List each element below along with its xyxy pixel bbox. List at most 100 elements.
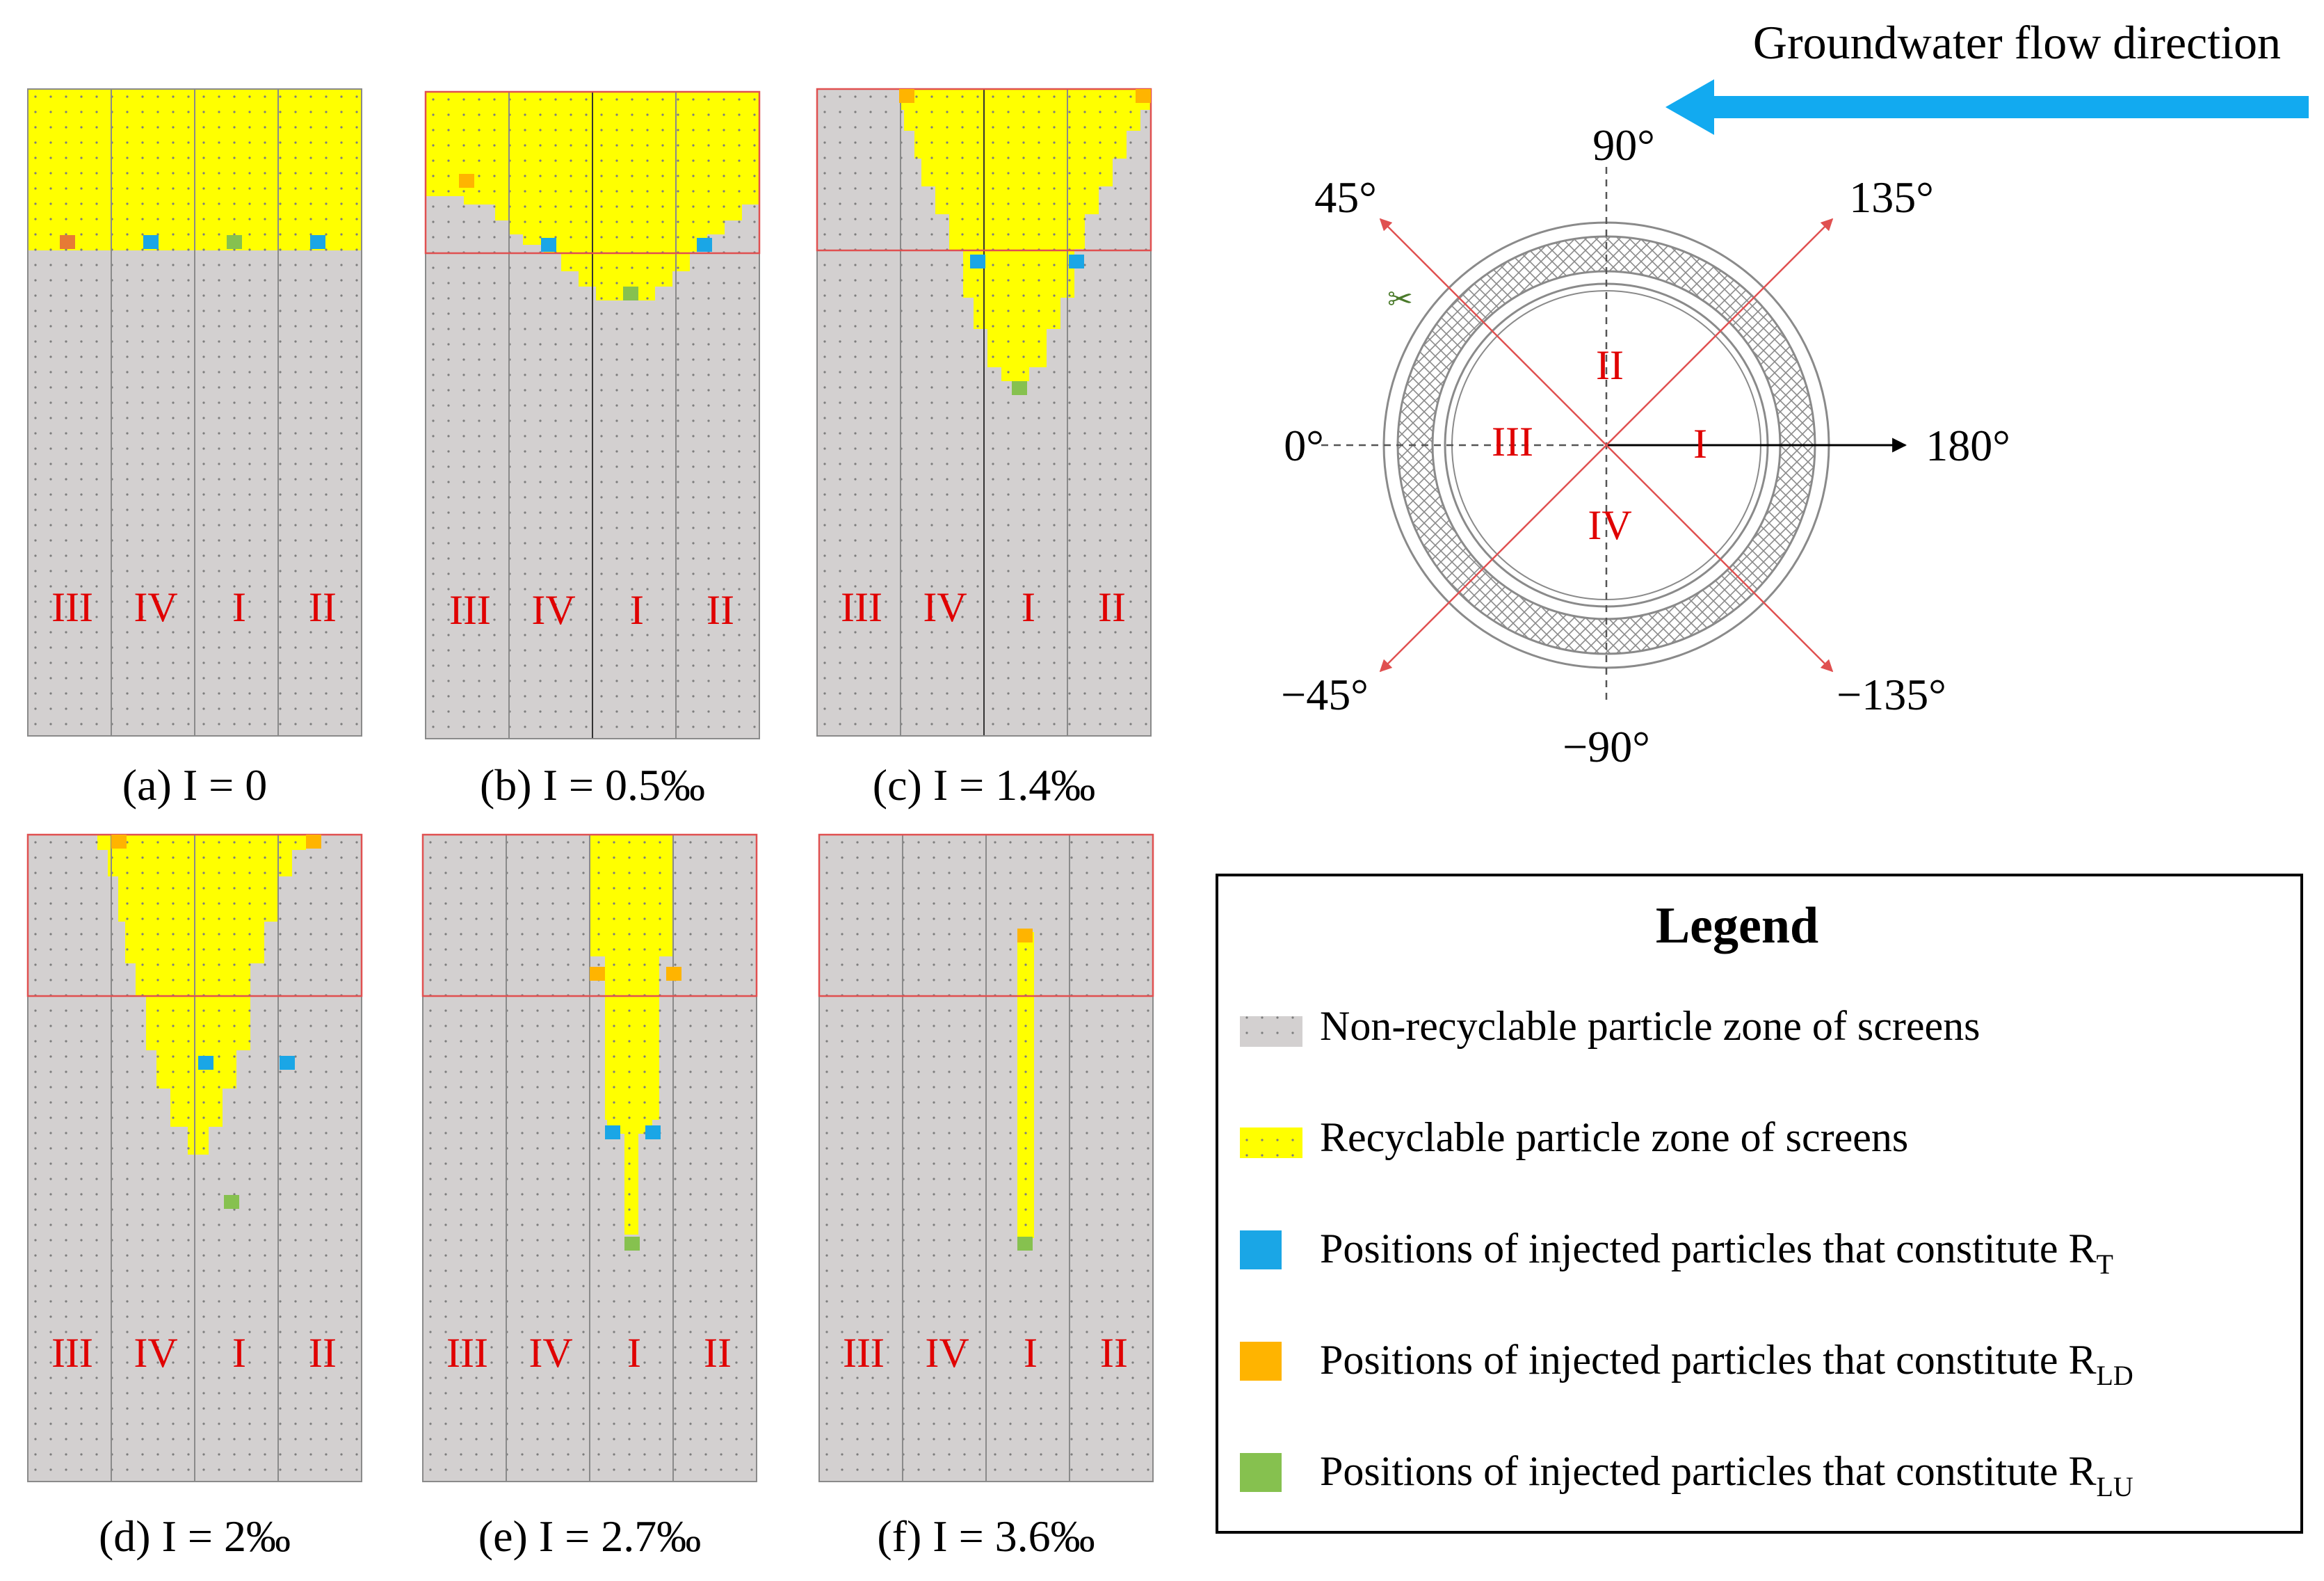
column-label-ii: II xyxy=(1098,584,1126,630)
panel-caption-c: (c) I = 1.4‰ xyxy=(873,760,1095,810)
quadrant-label-i: I xyxy=(1693,421,1707,467)
column-label-i: I xyxy=(232,1330,246,1376)
injected-particle-marker xyxy=(605,1125,620,1139)
injected-particle-marker xyxy=(143,235,159,249)
injected-particle-marker xyxy=(227,235,242,249)
legend-item-label: Recyclable particle zone of screens xyxy=(1320,1114,1908,1160)
legend-item-3: Positions of injected particles that con… xyxy=(1240,1226,2113,1280)
injected-particle-marker xyxy=(541,238,556,252)
angle-0-label: 0° xyxy=(1284,421,1324,470)
legend-item-label: Non-recyclable particle zone of screens xyxy=(1320,1003,1980,1049)
legend-box: Legend Non-recyclable particle zone of s… xyxy=(1216,874,2303,1534)
injected-particle-marker xyxy=(1017,929,1033,942)
angle-m90-label: −90° xyxy=(1563,722,1650,771)
legend-frame xyxy=(1216,874,2303,1534)
diag-135-arrow xyxy=(1606,218,1834,446)
angle-m135-label: −135° xyxy=(1837,670,1946,719)
column-label-iv: IV xyxy=(531,587,575,633)
scissors-icon: ✂ xyxy=(1387,282,1413,316)
column-label-ii: II xyxy=(707,587,734,633)
column-label-ii: II xyxy=(1100,1330,1128,1376)
panel-caption-d: (d) I = 2‰ xyxy=(99,1511,291,1561)
injected-particle-marker xyxy=(697,238,712,252)
diag-m135-arrow xyxy=(1606,444,1834,673)
legend-item-text: Positions of injected particles that con… xyxy=(1320,1226,2113,1280)
injected-particle-marker xyxy=(645,1125,661,1139)
column-label-iv: IV xyxy=(925,1330,969,1376)
injected-particle-marker xyxy=(1012,381,1027,395)
column-label-iii: III xyxy=(843,1330,885,1376)
column-label-iii: III xyxy=(841,584,882,630)
injected-particle-marker xyxy=(970,255,985,268)
legend-item-subscript: LD xyxy=(2096,1360,2133,1391)
injected-particle-marker xyxy=(899,89,914,103)
injected-particle-marker xyxy=(224,1195,239,1209)
column-label-iv: IV xyxy=(134,1330,177,1376)
column-label-iv: IV xyxy=(134,584,177,630)
legend-swatch xyxy=(1240,1230,1282,1269)
legend-item-subscript: T xyxy=(2096,1249,2113,1280)
column-label-i: I xyxy=(1022,584,1035,630)
injected-particle-marker xyxy=(623,287,638,300)
legend-swatch xyxy=(1240,1342,1282,1381)
legend-item-subscript: LU xyxy=(2096,1471,2133,1502)
legend-swatch-dots xyxy=(1240,1016,1302,1047)
screen-section-outline xyxy=(816,88,1152,252)
panel-frame xyxy=(27,88,362,737)
injected-particle-marker xyxy=(306,835,321,849)
column-label-ii: II xyxy=(309,584,337,630)
column-label-iv: IV xyxy=(528,1330,572,1376)
legend-item-5: Positions of injected particles that con… xyxy=(1240,1448,2133,1502)
legend-swatch xyxy=(1240,1453,1282,1492)
legend-item-label: Positions of injected particles that con… xyxy=(1320,1226,2096,1271)
screen-section-outline xyxy=(424,90,761,255)
panel-caption-f: (f) I = 3.6‰ xyxy=(877,1511,1095,1561)
legend-item-2: Recyclable particle zone of screens xyxy=(1240,1114,1908,1160)
flow-direction-label: Groundwater flow direction xyxy=(1753,16,2281,69)
injected-particle-marker xyxy=(590,967,605,981)
column-label-i: I xyxy=(232,584,246,630)
column-label-i: I xyxy=(627,1330,641,1376)
legend-swatch-dots xyxy=(1240,1127,1302,1158)
injected-particle-marker xyxy=(624,1237,640,1251)
legend-title: Legend xyxy=(1656,897,1818,954)
column-label-iii: III xyxy=(51,1330,93,1376)
panel-caption-e: (e) I = 2.7‰ xyxy=(478,1511,701,1561)
angle-45-label: 45° xyxy=(1314,172,1377,222)
screen-section-outline xyxy=(26,833,363,997)
angle-90-label: 90° xyxy=(1592,120,1655,170)
injected-particle-marker xyxy=(310,235,325,249)
angle-m45-label: −45° xyxy=(1281,670,1369,719)
panel-caption-b: (b) I = 0.5‰ xyxy=(480,760,705,810)
diag-m45-arrow xyxy=(1379,444,1607,673)
legend-item-4: Positions of injected particles that con… xyxy=(1240,1337,2133,1391)
injected-particle-marker xyxy=(280,1056,295,1070)
injected-particle-marker xyxy=(1136,89,1151,103)
column-label-iv: IV xyxy=(923,584,967,630)
quadrant-label-iv: IV xyxy=(1588,502,1631,548)
legend-item-text: Positions of injected particles that con… xyxy=(1320,1337,2133,1391)
injected-particle-marker xyxy=(1017,1237,1033,1251)
legend-item-text: Non-recyclable particle zone of screens xyxy=(1320,1003,1980,1049)
column-label-iii: III xyxy=(446,1330,488,1376)
legend-item-label: Positions of injected particles that con… xyxy=(1320,1337,2096,1383)
column-label-iii: III xyxy=(51,584,93,630)
angle-180-label: 180° xyxy=(1926,421,2010,470)
legend-items: Non-recyclable particle zone of screensR… xyxy=(1240,1003,2133,1502)
legend-item-1: Non-recyclable particle zone of screens xyxy=(1240,1003,1980,1049)
column-label-iii: III xyxy=(449,587,491,633)
legend-item-text: Recyclable particle zone of screens xyxy=(1320,1114,1908,1160)
flow-direction-arrow xyxy=(1665,79,2309,135)
injected-particle-marker xyxy=(60,235,75,249)
screen-section-outline xyxy=(818,833,1154,997)
legend-item-label: Positions of injected particles that con… xyxy=(1320,1448,2096,1494)
column-label-i: I xyxy=(1024,1330,1038,1376)
